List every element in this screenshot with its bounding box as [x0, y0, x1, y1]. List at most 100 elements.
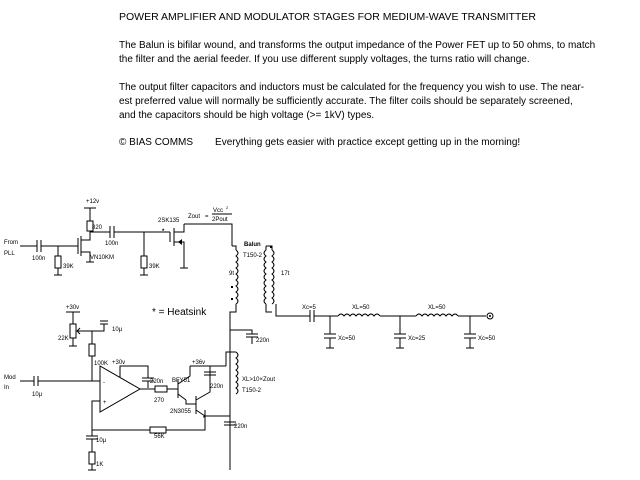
zout-numerator: Vcc [213, 208, 223, 214]
mod-supply-left-label: +30v [66, 305, 79, 311]
filter-shunt-capacitor-1 [324, 316, 336, 349]
mod-base-resistor-label: 270 [154, 398, 165, 404]
balun-paragraph-line-1: The Balun is bifilar wound, and transfor… [119, 40, 596, 51]
mod-36v-cap-label: 220n [210, 384, 223, 390]
driver-drain-resistor-label: 820 [92, 225, 103, 231]
mod-bypass-cap-label: 220n [256, 338, 269, 344]
zout-numerator-sup: 2 [226, 205, 229, 210]
filter-shunt-cap-1-label: Xc=50 [338, 336, 356, 342]
filter-paragraph-line-1: The output filter capacitors and inducto… [119, 82, 585, 93]
filter-inductor-2-label: XL=50 [428, 305, 446, 311]
motto-text: Everything gets easier with practice exc… [215, 137, 521, 148]
mod-decouple-cap-1-label: 10µ [112, 327, 123, 333]
mod-feedback-resistor [149, 426, 167, 434]
balun-name: Balun [244, 242, 261, 248]
balun-dot-1 [231, 286, 233, 288]
mod-opamp-supply [119, 365, 154, 388]
mod-output-cap-label: 220n [234, 424, 247, 430]
mod-ground-resistor [88, 451, 96, 465]
driver-gate-resistor [54, 255, 62, 269]
mod-bias-resistor-label: 100K [94, 361, 108, 367]
footer-line: © BIAS COMMS Everything gets easier with … [119, 137, 520, 148]
modulator-stage: +30v 22K 10µ 100K Mod In 10µ - + +30v 22… [4, 305, 275, 471]
mod-opamp [99, 365, 142, 413]
vn10km-mosfet [72, 236, 82, 256]
mod-feedback-cap-label: 10µ [96, 438, 107, 444]
mod-in-label-1: Mod [4, 375, 16, 381]
pa-gate-resistor [140, 255, 148, 269]
mod-choke-label-1: XL>10×Zout [242, 377, 275, 383]
filter-paragraph-line-2: est preferred value will normally be suf… [119, 96, 573, 107]
vn10km-drain-source [81, 231, 91, 262]
mod-choke-label-2: T150-2 [242, 388, 262, 394]
balun-secondary-turns: 17t [281, 271, 290, 277]
filter-shunt-capacitor-2 [394, 316, 406, 349]
zout-lhs: Zout [188, 214, 200, 220]
balun-wiring [229, 245, 304, 470]
mod-output-capacitor [224, 418, 236, 432]
mod-driver-transistor-label: BFY51 [172, 378, 191, 384]
mod-pot-label: 22K [58, 336, 69, 342]
driver-stage: From PLL 100n 39K VN10KM 820 +12v 100n [4, 199, 170, 276]
driver-gate-resistor-label: 39K [63, 264, 74, 270]
filter-shunt-cap-2-label: Xc=25 [408, 336, 426, 342]
pa-fet-drain-source [174, 224, 185, 268]
zout-denominator: 2Pout [212, 217, 228, 223]
mod-opamp-minus: - [103, 380, 105, 386]
driver-coupling-cap-label: 100n [105, 241, 118, 247]
filter-inductor-2 [415, 313, 459, 317]
from-label: From [4, 240, 18, 246]
ground-symbol-5 [88, 464, 96, 471]
zout-equals: = [205, 214, 209, 220]
mod-opamp-supply-label: +30v [112, 360, 125, 366]
driver-supply-rail [84, 207, 96, 221]
mod-pot-wiring [66, 311, 80, 347]
mod-input-capacitor [20, 376, 92, 386]
mod-bypass-capacitor [230, 329, 258, 344]
driver-supply-label: +12v [86, 199, 99, 205]
mod-heatsink-star: * [203, 416, 206, 422]
driver-input-cap-label: 100n [32, 256, 45, 262]
balun-coil-2 [263, 249, 267, 305]
mod-opamp-plus: + [103, 400, 107, 406]
balun-coil-3 [271, 249, 275, 305]
mod-feedback-resistor-label: 56K [154, 434, 165, 440]
filter-series-capacitor [309, 310, 315, 322]
filter-shunt-cap-3-label: Xc=50 [478, 336, 496, 342]
filter-paragraph: The output filter capacitors and inducto… [119, 81, 584, 123]
filter-paragraph-line-3: and the capacitors should be high voltag… [119, 110, 375, 121]
mod-decouple-cap-2-label: 220n [150, 379, 163, 385]
vn10km-label: VN10KM [90, 255, 114, 261]
pa-heatsink-star: * [162, 229, 165, 235]
mod-feedback-wire [91, 400, 206, 431]
mod-in-label-2: In [4, 385, 9, 391]
mod-choke-wiring [205, 351, 236, 417]
mod-pot [69, 323, 77, 339]
balun-paragraph-line-2: the filter and the aerial feeder. If you… [119, 54, 530, 65]
mod-bias-resistor [88, 343, 96, 357]
mod-pass-transistor-label: 2N3055 [170, 409, 192, 415]
mod-driver-transistor [177, 366, 191, 401]
mod-bias-to-opamp [91, 356, 100, 382]
mod-pot-wiper [76, 327, 82, 335]
filter-shunt-capacitor-3 [464, 316, 476, 349]
mod-pass-transistor [185, 366, 211, 417]
output-filter: Xc=5 XL=50 XL=50 Xc=50 Xc=25 Xc=50 [302, 305, 496, 349]
pll-label: PLL [4, 251, 15, 257]
mod-bias-wire [82, 330, 93, 344]
filter-series-cap-label: Xc=5 [302, 305, 317, 311]
mod-36v-rail [190, 365, 226, 380]
copyright-text: © BIAS COMMS [119, 137, 194, 148]
mod-feedback-capacitor [86, 430, 98, 452]
pa-stage: 2SK135 * Zout = Vcc 2 2Pout [158, 205, 233, 269]
pa-gate-resistor-label: 39K [149, 264, 160, 270]
pa-fet-arrow [178, 239, 182, 245]
mod-input-cap-label: 10µ [32, 392, 43, 398]
filter-inductor-1 [337, 313, 381, 317]
mod-36v-label: +36v [192, 360, 205, 366]
pa-drain-wire [184, 223, 233, 246]
balun-primary-turns: 9t [229, 271, 234, 277]
balun-dot-2 [231, 298, 233, 300]
